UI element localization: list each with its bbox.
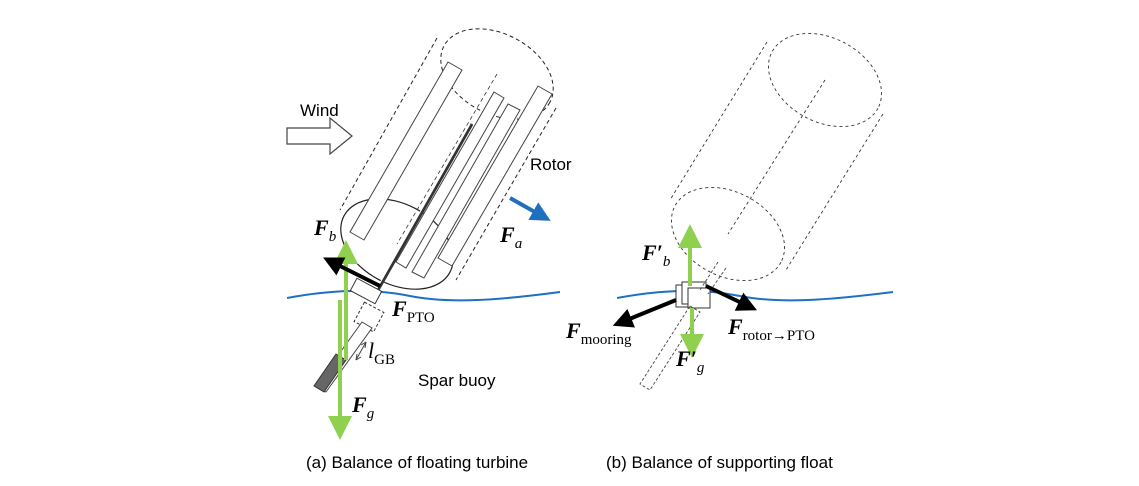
float-unit bbox=[675, 281, 711, 309]
force-fa-arrow bbox=[509, 196, 551, 221]
label-lgb: lGB bbox=[368, 338, 395, 368]
label-fb: Fb bbox=[313, 215, 337, 245]
water-surface-a bbox=[286, 289, 561, 302]
force-rotor-pto-arrow bbox=[705, 284, 758, 311]
label-frotor-pto: Frotor→PTO bbox=[727, 314, 815, 344]
caption-a: (a) Balance of floating turbine bbox=[306, 453, 528, 472]
spar-buoy-label: Spar buoy bbox=[418, 371, 496, 390]
rotor-outline-b bbox=[669, 32, 884, 282]
water-surface-b bbox=[616, 289, 894, 302]
rotor-blades bbox=[349, 61, 553, 279]
rotor-cylinder bbox=[339, 28, 557, 291]
force-mooring-arrow bbox=[612, 298, 677, 328]
label-fa: Fa bbox=[499, 222, 522, 252]
spar-buoy bbox=[313, 321, 373, 393]
lgb-dimension bbox=[355, 341, 367, 361]
label-fg-prime: F′g bbox=[675, 346, 705, 376]
label-fpto: FPTO bbox=[391, 296, 435, 326]
rotor-label: Rotor bbox=[530, 155, 572, 174]
label-fb-prime: F′b bbox=[641, 240, 671, 270]
caption-b: (b) Balance of supporting float bbox=[606, 453, 833, 472]
panel-b: F′b Fmooring Frotor→PTO F′g (b) Balance … bbox=[565, 32, 894, 472]
panel-a: Wind Rotor Fb Fa bbox=[286, 28, 572, 472]
wind-label: Wind bbox=[300, 101, 339, 120]
label-fg: Fg bbox=[351, 392, 375, 422]
label-fmooring: Fmooring bbox=[565, 318, 632, 348]
force-reaction-arrow bbox=[323, 257, 381, 288]
wind-arrow bbox=[286, 116, 353, 156]
